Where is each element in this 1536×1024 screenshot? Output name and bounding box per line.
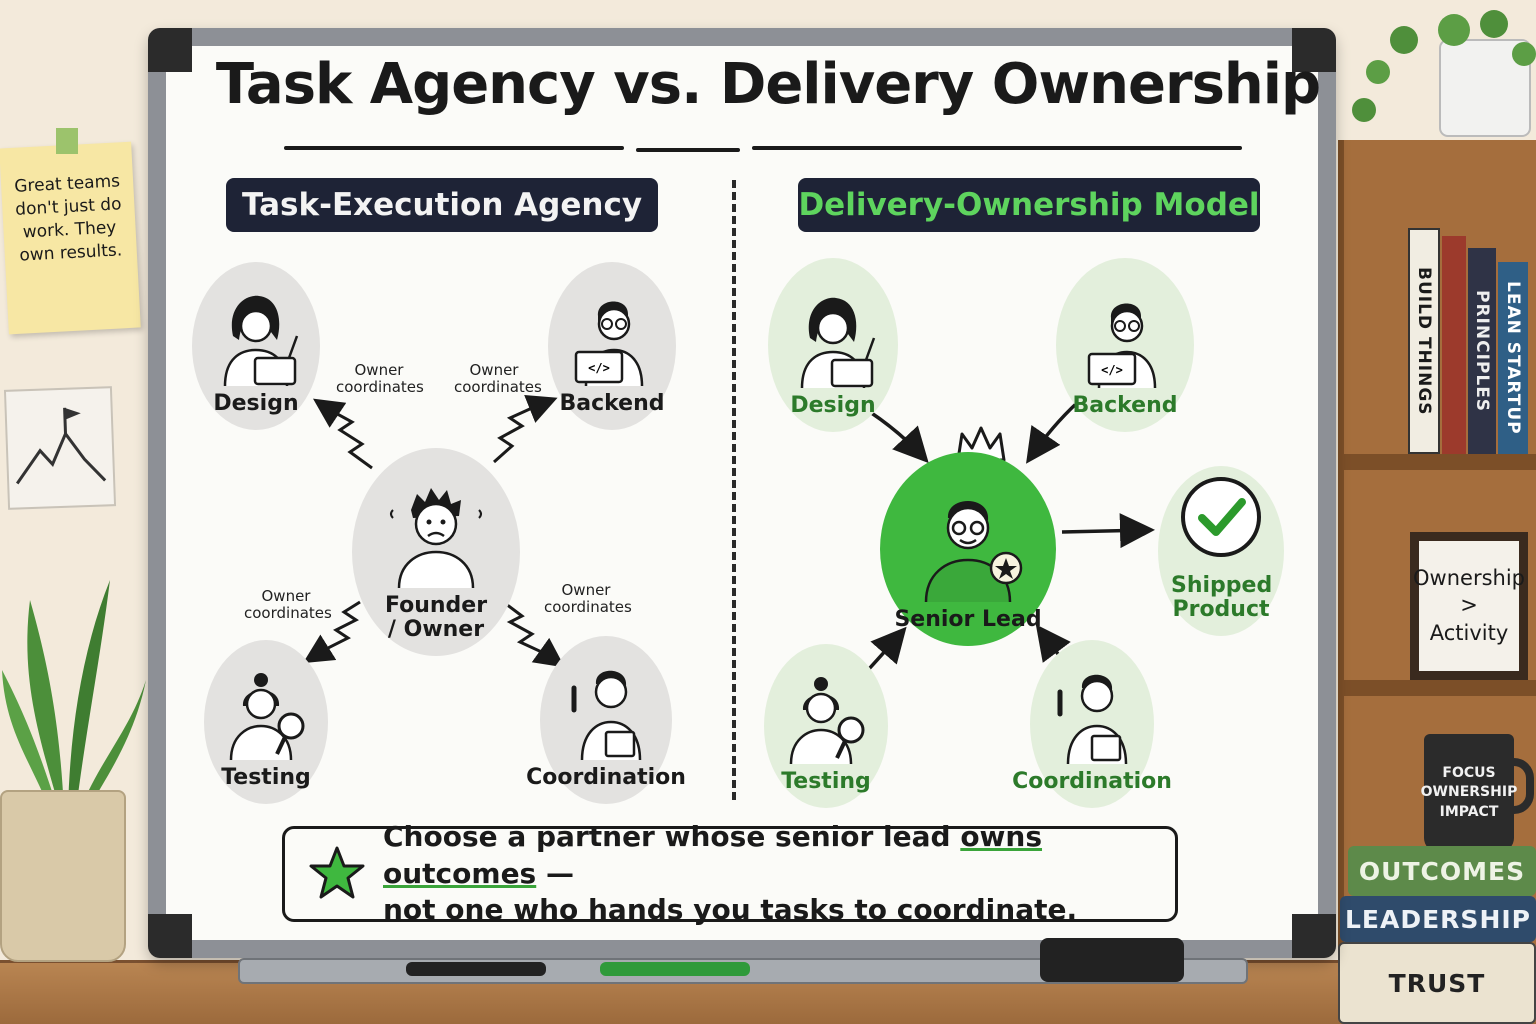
developer-laptop-icon: </> bbox=[1087, 303, 1157, 388]
book-outcomes: OUTCOMES bbox=[1348, 846, 1536, 896]
book-principles: PRINCIPLES bbox=[1468, 248, 1496, 454]
board-corner bbox=[1292, 914, 1336, 958]
node-backend-left[interactable]: </> Backend bbox=[548, 262, 676, 430]
book-lean-startup: LEAN STARTUP bbox=[1498, 262, 1528, 454]
star-icon bbox=[309, 846, 365, 899]
tape-icon bbox=[56, 128, 78, 154]
mountain-flag-picture bbox=[3, 386, 117, 510]
mug-handle bbox=[1506, 758, 1534, 814]
node-senior-lead[interactable]: Senior Lead bbox=[880, 452, 1056, 646]
book-leadership: LEADERSHIP bbox=[1340, 896, 1536, 942]
coffee-mug: FOCUS OWNERSHIP IMPACT bbox=[1421, 734, 1517, 852]
callout-text: Choose a partner whose senior lead owns … bbox=[383, 820, 1078, 927]
marker-black[interactable] bbox=[406, 962, 546, 976]
node-backend-right[interactable]: </> Backend bbox=[1056, 258, 1194, 432]
snake-plant-icon bbox=[2, 580, 146, 810]
node-design-right[interactable]: Design bbox=[768, 258, 898, 432]
designer-person-icon bbox=[223, 295, 299, 386]
svg-text:</>: </> bbox=[1101, 363, 1123, 377]
edge-label: Owner coordinates bbox=[544, 581, 632, 617]
mountain-flag-icon bbox=[15, 407, 107, 485]
edge-label: Owner coordinates bbox=[244, 587, 332, 623]
edge-label: Owner coordinates bbox=[454, 361, 542, 397]
board-corner bbox=[148, 914, 192, 958]
svg-text:</>: </> bbox=[588, 361, 610, 375]
board-corner bbox=[1292, 28, 1336, 72]
node-founder-owner[interactable]: Founder / Owner bbox=[352, 448, 520, 656]
node-coordination-left[interactable]: Coordination bbox=[526, 636, 686, 804]
book-trust: TRUST bbox=[1338, 942, 1536, 1024]
book-build-things: BUILD THINGS bbox=[1408, 228, 1440, 454]
node-testing-right[interactable]: Testing bbox=[764, 644, 888, 808]
board-corner bbox=[148, 28, 192, 72]
quote-frame: Ownership > Activity bbox=[1410, 532, 1528, 680]
senior-lead-icon bbox=[924, 500, 1023, 602]
edge-label: Owner coordinates bbox=[336, 361, 424, 397]
right-header: Delivery-Ownership Model bbox=[798, 178, 1260, 232]
node-design-left[interactable]: Design bbox=[192, 262, 320, 430]
tester-magnifier-icon bbox=[229, 672, 305, 760]
node-testing-left[interactable]: Testing bbox=[204, 640, 328, 804]
callout-emphasis: owns outcomes bbox=[383, 820, 1043, 890]
coordinator-clipboard-icon bbox=[1057, 674, 1128, 764]
left-header: Task-Execution Agency bbox=[226, 178, 658, 232]
coordinator-clipboard-icon bbox=[571, 670, 642, 760]
callout-box: Choose a partner whose senior lead owns … bbox=[282, 820, 1178, 926]
node-shipped-product[interactable]: Shipped Product bbox=[1158, 466, 1284, 636]
title-underline bbox=[284, 146, 624, 150]
developer-laptop-icon: </> bbox=[574, 301, 644, 386]
stressed-founder-icon bbox=[390, 487, 482, 588]
board-eraser[interactable] bbox=[1040, 938, 1184, 982]
plant-pot bbox=[0, 790, 126, 962]
title-underline bbox=[636, 148, 740, 152]
tester-magnifier-icon bbox=[789, 676, 865, 764]
node-coordination-right[interactable]: Coordination bbox=[1012, 640, 1172, 808]
book-red bbox=[1442, 236, 1466, 454]
title-underline bbox=[752, 146, 1242, 150]
marker-green[interactable] bbox=[600, 962, 750, 976]
designer-person-icon bbox=[800, 297, 876, 388]
panel-divider bbox=[732, 180, 736, 800]
page-title: Task Agency vs. Delivery Ownership bbox=[215, 52, 1321, 117]
checkmark-circle-icon bbox=[1181, 476, 1261, 557]
